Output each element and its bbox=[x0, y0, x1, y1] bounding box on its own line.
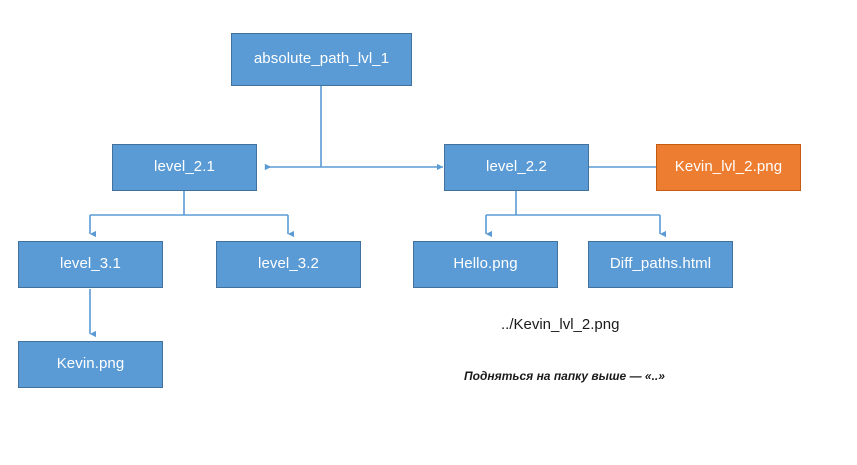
node-level-3-2[interactable]: level_3.2 bbox=[216, 241, 361, 288]
node-diff-paths-html[interactable]: Diff_paths.html bbox=[588, 241, 733, 288]
relative-path-annotation: ../Kevin_lvl_2.png bbox=[501, 316, 620, 333]
node-label: level_3.2 bbox=[258, 255, 319, 273]
node-kevin-lvl-2-png[interactable]: Kevin_lvl_2.png bbox=[656, 144, 801, 191]
node-level-2-2[interactable]: level_2.2 bbox=[444, 144, 589, 191]
hint-annotation: Подняться на папку выше — «..» bbox=[464, 369, 665, 383]
node-kevin-png[interactable]: Kevin.png bbox=[18, 341, 163, 388]
node-absolute-path-lvl-1[interactable]: absolute_path_lvl_1 bbox=[231, 33, 412, 86]
node-label: absolute_path_lvl_1 bbox=[253, 50, 390, 68]
node-label: Hello.png bbox=[453, 255, 518, 273]
node-label: Kevin_lvl_2.png bbox=[674, 158, 783, 176]
node-level-3-1[interactable]: level_3.1 bbox=[18, 241, 163, 288]
node-label: level_2.2 bbox=[486, 158, 547, 176]
node-label: level_2.1 bbox=[154, 158, 215, 176]
node-label: level_3.1 bbox=[60, 255, 121, 273]
node-label: Kevin.png bbox=[56, 355, 125, 373]
node-hello-png[interactable]: Hello.png bbox=[413, 241, 558, 288]
node-level-2-1[interactable]: level_2.1 bbox=[112, 144, 257, 191]
node-label: Diff_paths.html bbox=[609, 255, 712, 273]
